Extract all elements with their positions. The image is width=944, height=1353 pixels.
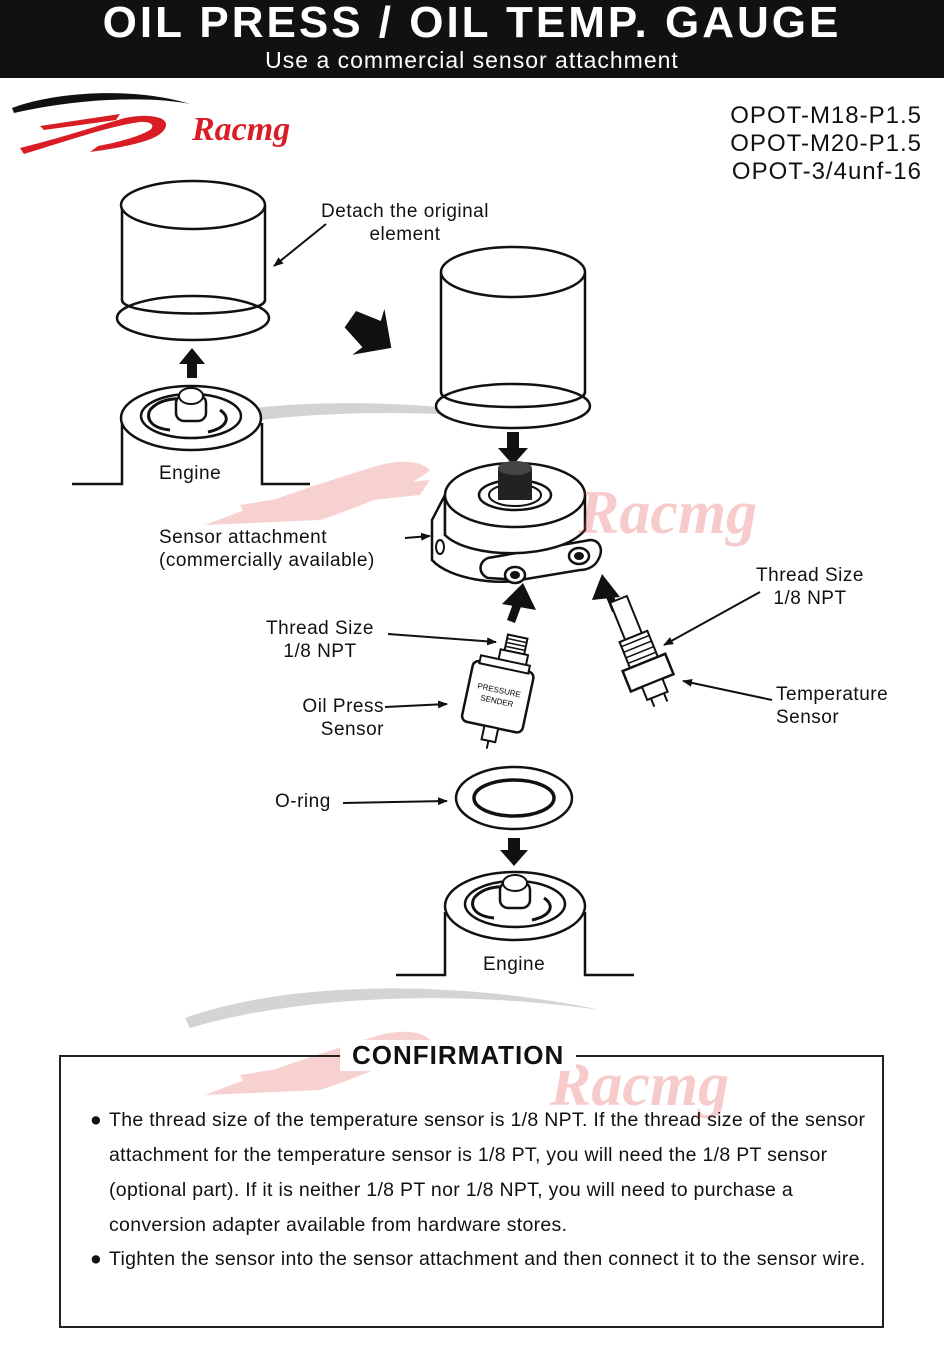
down-arrow-icon	[498, 432, 528, 465]
next-step-arrow-icon	[344, 308, 392, 355]
detach-label-line1: Detach the original	[321, 201, 489, 222]
watermark-text-top: Racmg	[578, 479, 758, 547]
down-arrow-bottom-icon	[500, 838, 528, 866]
thread-left-line1: Thread Size	[266, 618, 374, 639]
watermark-text-bottom: Racmg	[550, 1051, 730, 1119]
temperature-line2: Sensor	[776, 707, 840, 728]
engine-mount-top	[72, 384, 310, 486]
engine-label-bottom: Engine	[483, 954, 546, 975]
oil-press-line1: Oil Press	[302, 696, 384, 717]
confirmation-note-text: Tighten the sensor into the sensor attac…	[109, 1248, 866, 1270]
sensor-attachment	[430, 461, 602, 585]
detach-pointer	[273, 223, 327, 267]
thread-right-line1: Thread Size	[756, 565, 864, 586]
press-sensor-up-arrow-icon	[502, 583, 536, 623]
engine-label-top: Engine	[159, 463, 222, 484]
original-oil-filter	[115, 179, 271, 342]
detach-label: Detach the original element	[300, 200, 510, 246]
oil-press-sensor: PRESSURE SENDER	[460, 633, 535, 749]
model-item: OPOT-3/4unf-16	[731, 158, 922, 185]
thread-left-pointer	[387, 633, 497, 646]
page-title: OIL PRESS / OIL TEMP. GAUGE	[102, 0, 842, 47]
brand-logo-text: Racmg	[192, 111, 291, 148]
detach-label-line2: element	[369, 224, 441, 245]
confirmation-title: CONFIRMATION	[340, 1040, 577, 1071]
model-list: OPOT-M18-P1.5 OPOT-M20-P1.5 OPOT-3/4unf-…	[730, 102, 922, 186]
attachment-label-line2: (commercially available)	[159, 550, 375, 571]
thread-left-line2: 1/8 NPT	[283, 641, 357, 662]
attachment-pointer	[404, 532, 431, 541]
confirmation-note: ● The thread size of the temperature sen…	[90, 1103, 870, 1243]
page-subtitle: Use a commercial sensor attachment	[265, 47, 679, 73]
thread-size-right-label: Thread Size 1/8 NPT	[745, 564, 875, 610]
temperature-pointer	[682, 678, 773, 701]
thread-size-left-label: Thread Size 1/8 NPT	[255, 617, 385, 663]
reinstalled-oil-filter	[434, 245, 592, 430]
oil-press-pointer	[384, 700, 448, 709]
attachment-label: Sensor attachment (commercially availabl…	[159, 526, 375, 572]
model-item: OPOT-M18-P1.5	[730, 102, 922, 129]
oring-pointer	[342, 797, 448, 806]
up-arrow-icon	[179, 348, 205, 378]
temperature-line1: Temperature	[776, 684, 889, 705]
engine-mount-bottom	[396, 870, 634, 977]
o-ring	[454, 765, 574, 831]
oil-press-line2: Sensor	[320, 719, 384, 740]
model-item: OPOT-M20-P1.5	[730, 130, 922, 157]
oring-label: O-ring	[275, 791, 331, 812]
bullet-icon: ●	[90, 1109, 103, 1131]
confirmation-note-text: The thread size of the temperature senso…	[109, 1109, 866, 1236]
thread-right-line2: 1/8 NPT	[773, 588, 847, 609]
attachment-label-line1: Sensor attachment	[159, 527, 327, 548]
confirmation-note: ● Tighten the sensor into the sensor att…	[90, 1242, 870, 1277]
brand-logo-swoosh	[12, 93, 190, 154]
oil-press-label: Oil Press Sensor	[292, 695, 384, 741]
thread-right-pointer	[663, 591, 761, 646]
temperature-sensor	[608, 594, 676, 708]
header-banner: OIL PRESS / OIL TEMP. GAUGE Use a commer…	[0, 0, 944, 78]
bullet-icon: ●	[90, 1248, 103, 1270]
temperature-label: Temperature Sensor	[776, 683, 888, 729]
